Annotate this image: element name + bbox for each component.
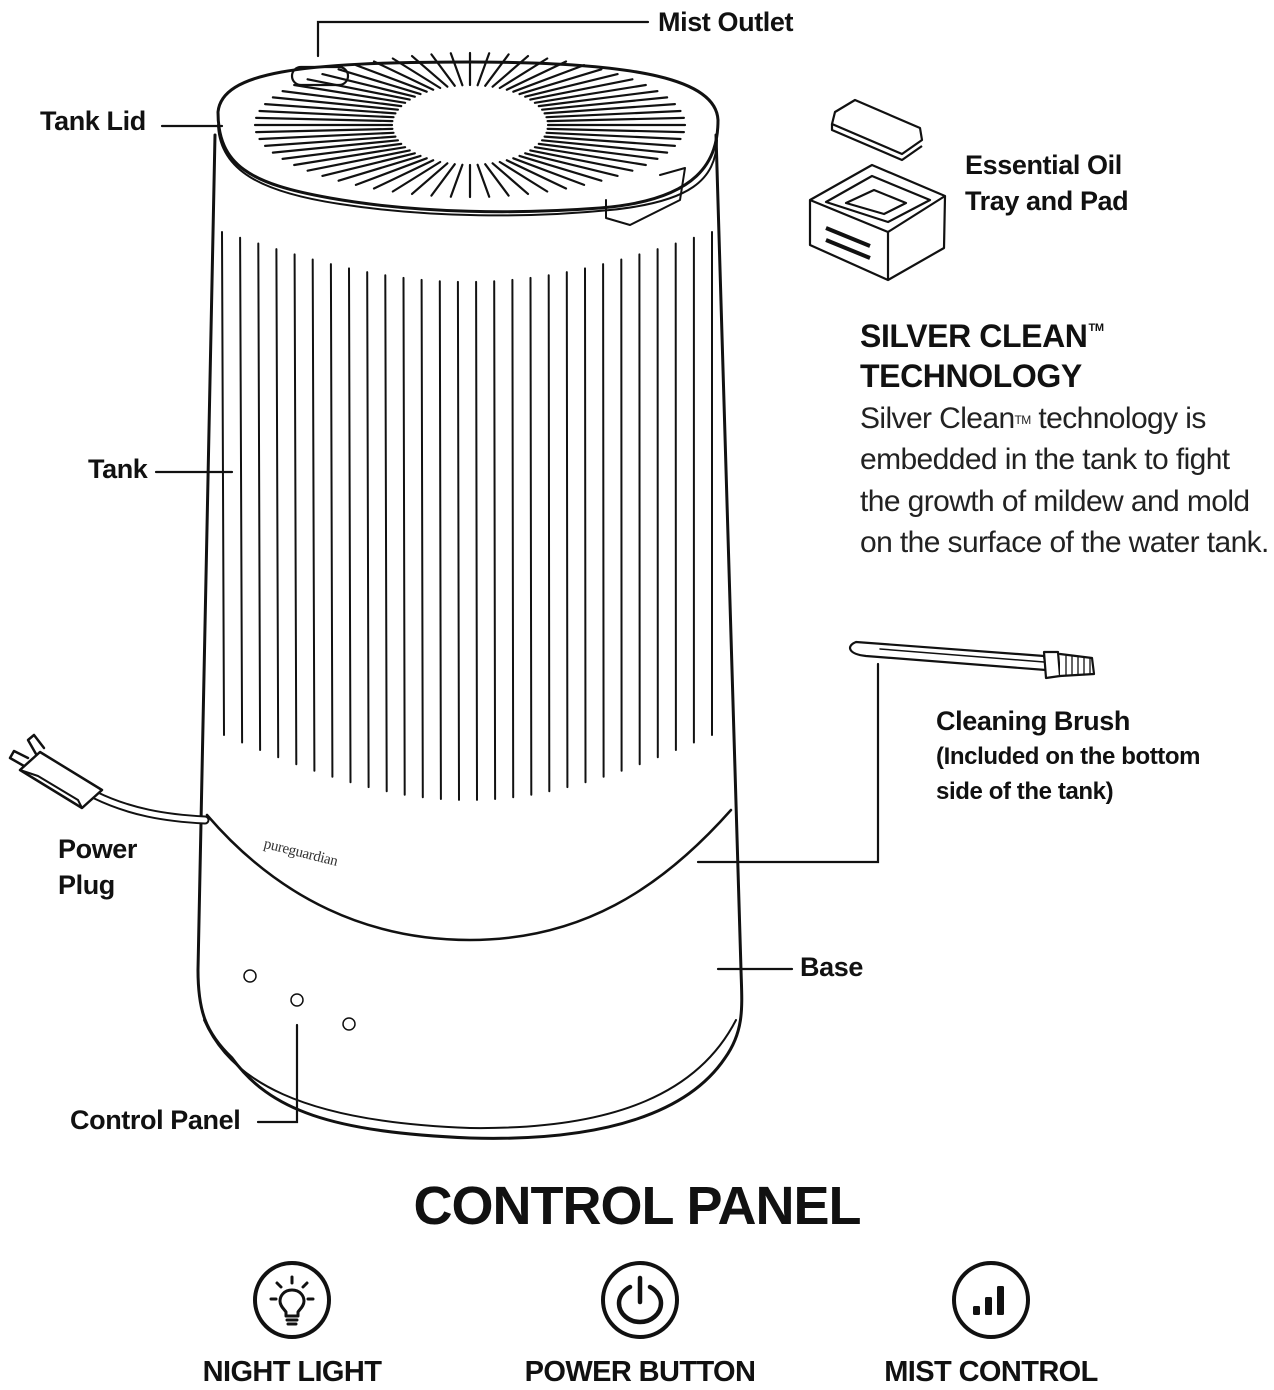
- lid-vent-line: [451, 53, 463, 85]
- tank-rib-line: [585, 268, 586, 782]
- tank-rib-line: [313, 260, 315, 771]
- control-panel-title: CONTROL PANEL: [0, 1175, 1274, 1237]
- label-essential-oil: Essential Oil Tray and Pad: [965, 148, 1128, 219]
- silver-clean-heading-line1: SILVER CLEAN: [860, 318, 1088, 354]
- tank-rib-line: [458, 282, 459, 800]
- brush-ferrule: [1044, 652, 1060, 678]
- tank-rib-line: [549, 275, 550, 791]
- lid-vent-lines: [255, 53, 685, 197]
- lid-vent-line: [451, 165, 463, 197]
- silver-clean-heading-line2: TECHNOLOGY: [860, 356, 1104, 396]
- label-power-plug: Power Plug: [58, 832, 137, 903]
- signal-bars-icon: [951, 1260, 1031, 1340]
- tank-rib-line: [476, 282, 477, 800]
- silver-clean-desc-line2: embedded in the tank to fight: [860, 439, 1269, 480]
- tank-rib-line: [276, 249, 278, 757]
- brush-bristles: [1060, 654, 1094, 676]
- lightbulb-icon: [252, 1260, 332, 1340]
- base-power-dot: [291, 994, 303, 1006]
- leader-mist-outlet: [318, 22, 648, 56]
- night-light-label: NIGHT LIGHT: [162, 1356, 422, 1389]
- lid-vent-line: [431, 164, 454, 195]
- tank-rib-line: [567, 272, 568, 787]
- lid-vent-line: [485, 54, 508, 85]
- silver-clean-desc-tm: TM: [1015, 413, 1031, 427]
- silver-clean-desc-line1b: technology is: [1031, 402, 1206, 435]
- label-power-plug-line1: Power: [58, 832, 137, 868]
- tank-rib-line: [258, 244, 260, 751]
- tank-rib-line: [440, 281, 441, 799]
- power-cord: [95, 795, 205, 820]
- lid-vent-line: [478, 165, 490, 197]
- tank-rib-line: [404, 278, 405, 795]
- tank-rib-line: [295, 254, 297, 764]
- control-night-light: NIGHT LIGHT: [162, 1260, 422, 1389]
- label-essential-oil-line2: Tray and Pad: [965, 184, 1128, 220]
- tank-rib-line: [603, 264, 604, 777]
- tank-rib-line: [240, 238, 242, 743]
- lid-vent-line: [548, 129, 684, 132]
- power-button-label: POWER BUTTON: [510, 1356, 770, 1389]
- essential-oil-pad: [832, 100, 922, 154]
- control-mist: MIST CONTROL: [861, 1260, 1121, 1389]
- tank-rib-line: [385, 275, 386, 791]
- silver-clean-description: Silver CleanTM technology is embedded in…: [860, 398, 1269, 564]
- power-icon: [600, 1260, 680, 1340]
- silver-clean-desc-line4: on the surface of the water tank.: [860, 522, 1269, 563]
- control-power-button: POWER BUTTON: [510, 1260, 770, 1389]
- label-tank: Tank: [88, 452, 147, 488]
- brush-handle: [850, 642, 1046, 670]
- tank-rib-line: [512, 280, 513, 797]
- tank-rib-line: [222, 232, 224, 735]
- label-base: Base: [800, 950, 863, 986]
- leader-cleaning-brush: [698, 664, 878, 862]
- tank-rib-line: [494, 281, 495, 799]
- label-cleaning-brush-note-line1: (Included on the bottom: [936, 740, 1200, 775]
- essential-oil-tray: [810, 165, 945, 280]
- base-night-light-dot: [244, 970, 256, 982]
- label-tank-lid: Tank Lid: [40, 104, 146, 140]
- tank-rib-line: [331, 264, 333, 777]
- tank-rib-line: [531, 278, 532, 795]
- humidifier-body: [198, 135, 742, 1138]
- label-control-panel: Control Panel: [70, 1103, 240, 1139]
- power-plug: [20, 752, 102, 808]
- tank-rib-line: [349, 268, 351, 782]
- label-cleaning-brush: Cleaning Brush: [936, 704, 1130, 740]
- label-mist-outlet: Mist Outlet: [658, 5, 793, 41]
- lid-vent-line: [256, 129, 392, 132]
- silver-clean-heading: SILVER CLEANTM TECHNOLOGY: [860, 316, 1104, 396]
- lid-vent-line: [548, 118, 684, 121]
- mist-control-label: MIST CONTROL: [861, 1356, 1121, 1389]
- tank-rib-line: [367, 272, 368, 787]
- lid-vent-line: [256, 118, 392, 121]
- silver-clean-desc-line1a: Silver Clean: [860, 402, 1015, 435]
- label-cleaning-brush-note-line2: side of the tank): [936, 775, 1200, 810]
- lid-vent-line: [485, 164, 508, 195]
- lid-vent-line: [431, 54, 454, 85]
- tank-base-divider: [207, 810, 731, 940]
- label-power-plug-line2: Plug: [58, 868, 137, 904]
- tank-rib-lines: [222, 232, 712, 800]
- silver-clean-heading-tm: TM: [1089, 322, 1104, 334]
- base-mist-dot: [343, 1018, 355, 1030]
- silver-clean-desc-line3: the growth of mildew and mold: [860, 481, 1269, 522]
- lid-vent-line: [478, 53, 490, 85]
- plug-prong-top: [28, 735, 44, 754]
- tank-rib-line: [422, 280, 423, 797]
- label-cleaning-brush-note: (Included on the bottom side of the tank…: [936, 740, 1200, 810]
- label-essential-oil-line1: Essential Oil: [965, 148, 1128, 184]
